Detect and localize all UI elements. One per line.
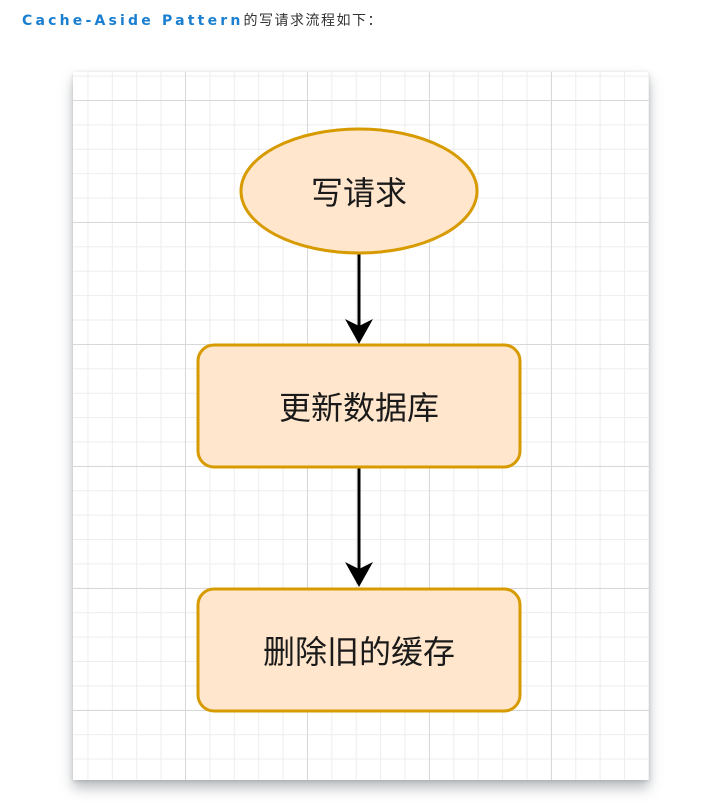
arrowhead-delete-cache: [345, 562, 373, 587]
node-update-db-shape: [196, 343, 522, 469]
node-delete-cache-shape: [196, 587, 522, 713]
intro-term: Cache-Aside Pattern: [22, 13, 244, 29]
flowchart-figure: 写请求 更新数据库 删除旧的缓存: [73, 72, 649, 780]
arrowhead-update-db: [345, 319, 373, 344]
node-delete-cache-label: 删除旧的缓存: [262, 633, 455, 671]
flowchart-canvas: [196, 127, 522, 713]
intro-text: Cache-Aside Pattern的写请求流程如下：: [22, 11, 383, 31]
intro-suffix: 的写请求流程如下：: [243, 13, 384, 29]
node-start-shape: [239, 127, 479, 255]
node-update-db-label: 更新数据库: [278, 389, 439, 427]
node-start-label: 写请求: [310, 174, 407, 212]
